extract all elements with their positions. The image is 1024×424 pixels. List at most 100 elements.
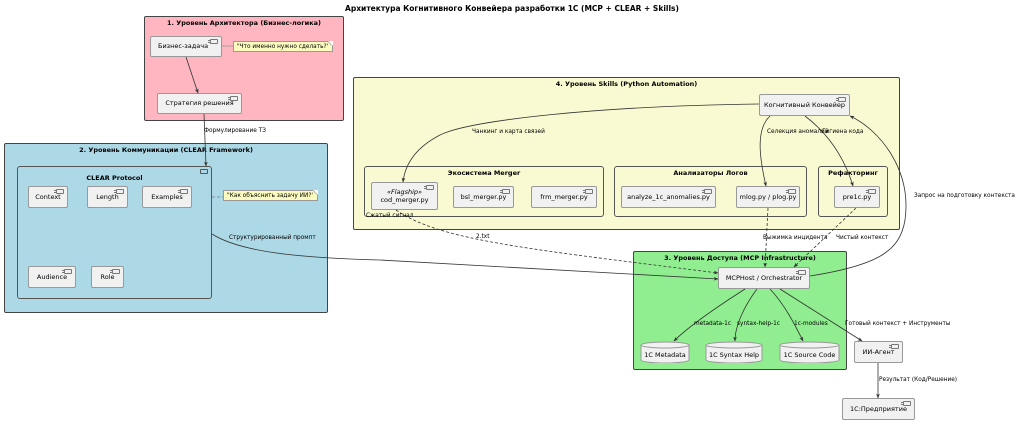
edge-label-chunking: Чанкинг и карта связей [472,129,545,135]
component-label: Role [100,272,115,281]
component-icon [866,189,876,194]
component-icon [836,97,846,102]
edge-label-hygiene: Гигиена кода [822,129,864,135]
component-cognitive-conveyor[interactable]: Когнитивный Конвейер [759,94,850,116]
component-frm-merger[interactable]: frm_merger.py [531,186,597,208]
edge-chunking [401,103,760,183]
edge-label-syntax: syntax-help-1c [737,321,780,327]
edge-ready-context [779,288,863,342]
refactoring-title: Рефакторинг [828,169,878,177]
edge-label-2txt: 2.txt [476,234,490,240]
component-icon [228,96,238,101]
edge-task-to-strategy [185,56,199,94]
database-1c-metadata[interactable]: 1C Metadata [640,341,690,363]
edge-label-clean-context: Чистый контекст [836,235,889,241]
edge-hygiene [804,115,854,187]
edge-label-ready-context: Готовый контекст + Инструменты [845,321,951,327]
component-label: analyze_1c_anomalies.py [627,192,710,201]
component-icon [208,39,218,44]
component-label: mlog.py / plog.py [739,192,797,201]
edge-label-result: Результат (Код/Решение) [879,377,958,383]
component-label: ИИ-Агент [862,347,895,356]
component-icon [114,189,124,194]
edge-anomaly [759,115,771,187]
component-label: MCPHost / Orchestrator [725,273,803,282]
edge-structured-prompt [211,233,719,281]
component-icon [500,189,510,194]
edge-metadata [673,288,746,342]
component-examples[interactable]: Examples [142,186,192,208]
stereotype-label: «Flagship» [386,187,423,196]
component-ai-agent[interactable]: ИИ-Агент [854,341,903,363]
database-icon [640,341,690,363]
component-label: Когнитивный Конвейер [763,100,845,109]
component-icon [702,189,712,194]
component-icon [200,169,208,174]
package-level4-title: 4. Уровень Skills (Python Automation) [555,80,698,88]
component-role[interactable]: Role [91,266,124,288]
diagram-title: Архитектура Когнитивного Конвейера разра… [345,4,679,13]
edge-label-context-request: Запрос на подготовку контекста [914,193,1015,199]
component-analyze-anomalies[interactable]: analyze_1c_anomalies.py [621,186,716,208]
component-pre1c[interactable]: pre1c.py [834,186,880,208]
component-mlog-plog[interactable]: mlog.py / plog.py [736,186,800,208]
component-icon [54,189,64,194]
component-business-task[interactable]: Бизнес-задача [150,36,222,57]
component-icon [796,270,806,275]
edge-syntax [733,288,758,342]
component-icon [583,189,593,194]
component-strategy[interactable]: Стратегия решения [157,93,242,114]
edge-clean-context [793,207,857,268]
component-1c-enterprise[interactable]: 1С:Предприятие [842,398,915,420]
component-icon [62,269,72,274]
component-length[interactable]: Length [87,186,128,208]
component-audience[interactable]: Audience [28,266,76,288]
component-label: Examples [151,192,183,201]
component-label: bsl_merger.py [460,192,507,201]
note-how-explain: "Как объяснить задачу ИИ?" [223,190,319,201]
edge-label-anomaly: Селекция аномалий [767,129,829,135]
analyzers-title: Анализаторы Логов [673,169,748,177]
component-icon [424,185,434,190]
database-1c-syntax-help[interactable]: 1C Syntax Help [705,341,763,363]
component-label: cod_merger.py [380,196,429,204]
component-icon [110,269,120,274]
component-context[interactable]: Context [28,186,68,208]
component-label: Context [35,192,61,201]
component-label: pre1c.py [842,192,872,201]
merger-title: Экосистема Merger [447,169,521,177]
edge-label-structured-prompt: Структурированный промпт [229,235,316,241]
edge-context-request [809,115,907,277]
package-level3-title: 3. Уровень Доступа (MCP Infrastructure) [664,254,816,262]
component-label: Бизнес-задача [158,42,209,51]
edge-label-compressed: Сжатый сигнал [366,213,414,219]
edge-label-incident: Выжимка инцидента [763,235,828,241]
component-mcp-orchestrator[interactable]: MCPHost / Orchestrator [718,267,810,289]
package-level2-title: 2. Уровень Коммуникации (CLEAR Framework… [79,146,253,154]
component-icon [889,344,899,349]
component-icon [901,401,911,406]
clear-protocol-title: CLEAR Protocol [86,174,143,182]
component-icon [786,189,796,194]
component-bsl-merger[interactable]: bsl_merger.py [453,186,514,208]
database-1c-source-code[interactable]: 1C Source Code [779,341,840,363]
component-label: Length [96,192,119,201]
edge-label-formulate: Формулирование ТЗ [204,128,266,134]
component-label: frm_merger.py [540,192,588,201]
component-label: 1С:Предприятие [850,404,907,413]
edge-label-metadata: metadata-1c [694,321,732,327]
component-label: Стратегия решения [165,99,234,108]
component-icon [178,189,188,194]
database-label: 1C Syntax Help [708,351,760,359]
edge-modules [769,288,804,342]
component-label: Audience [36,272,68,281]
component-cod-merger[interactable]: «Flagship» cod_merger.py [371,182,438,210]
edge-strategy-to-clear [203,113,208,167]
edge-label-modules: 1c-modules [794,321,828,327]
edge-compressed [395,209,719,275]
note-what-to-do: "Что именно нужно сделать?" [233,41,334,52]
database-label: 1C Source Code [783,351,836,359]
database-label: 1C Metadata [644,351,686,359]
database-icon [705,341,763,363]
